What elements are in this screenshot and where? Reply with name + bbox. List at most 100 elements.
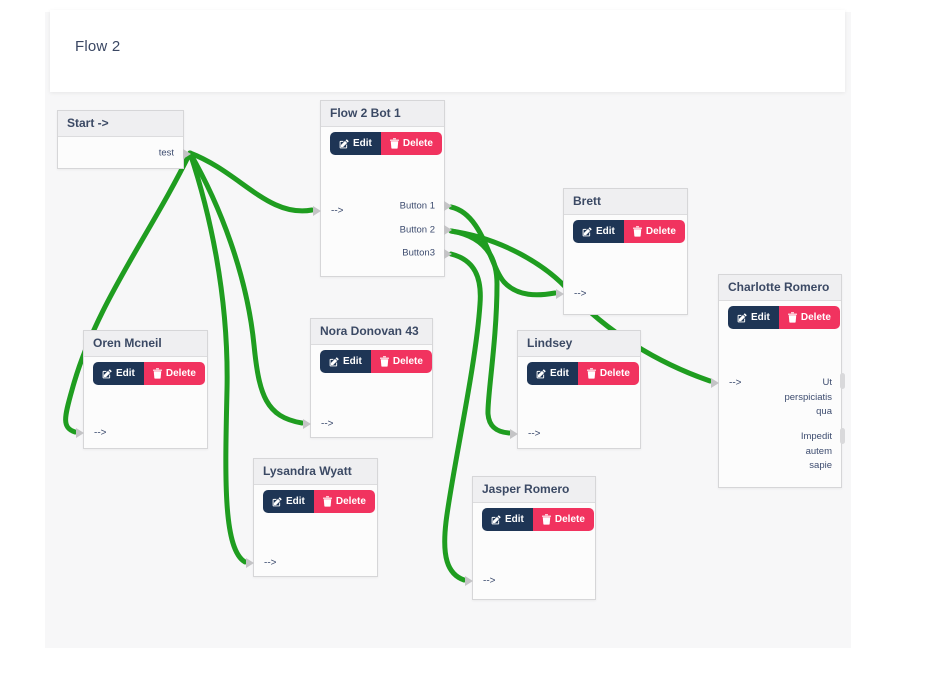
edit-pencil-icon	[582, 226, 592, 236]
edit-button[interactable]: Edit	[527, 362, 578, 385]
edit-button-label: Edit	[550, 368, 569, 379]
edit-button[interactable]: Edit	[482, 508, 533, 531]
delete-button[interactable]: Delete	[778, 306, 840, 329]
delete-button[interactable]: Delete	[532, 508, 594, 531]
node-title[interactable]: Oren Mcneil	[84, 331, 207, 357]
edit-button[interactable]: Edit	[263, 490, 314, 513]
node-brett[interactable]: Brett Edit Delete -->	[556, 188, 688, 315]
delete-button-label: Delete	[392, 356, 423, 367]
delete-button[interactable]: Delete	[370, 350, 432, 373]
delete-button-label: Delete	[402, 138, 433, 149]
node-title[interactable]: Start ->	[58, 111, 183, 137]
delete-button[interactable]: Delete	[313, 490, 375, 513]
node-input-label: -->	[331, 205, 344, 217]
flow-edge-7[interactable]	[448, 228, 512, 436]
node-actions: Edit Delete	[728, 306, 840, 329]
edit-pencil-icon	[491, 514, 501, 524]
input-connector-icon[interactable]	[510, 429, 518, 439]
node-actions: Edit Delete	[527, 362, 639, 385]
delete-button[interactable]: Delete	[143, 362, 205, 385]
delete-button-label: Delete	[165, 368, 196, 379]
output-connector-icon[interactable]	[444, 225, 452, 235]
output-connector-icon[interactable]	[444, 249, 452, 259]
node-actions: Edit Delete	[482, 508, 594, 531]
page-title: Flow 2	[75, 38, 121, 55]
delete-button[interactable]: Delete	[577, 362, 639, 385]
node-input-label: -->	[483, 575, 496, 587]
edit-button-label: Edit	[751, 312, 770, 323]
input-connector-icon[interactable]	[246, 558, 254, 568]
edit-pencil-icon	[339, 138, 349, 148]
input-connector-icon[interactable]	[711, 378, 719, 388]
node-charlotte-romero[interactable]: Charlotte Romero Edit Delete --> Ut persp…	[711, 274, 845, 488]
node-input-label: -->	[729, 377, 742, 389]
output-connector-icon[interactable]	[840, 428, 845, 444]
node-title[interactable]: Lysandra Wyatt	[254, 459, 377, 485]
flow-edge-1[interactable]	[187, 150, 315, 214]
edit-pencil-icon	[536, 368, 546, 378]
output-connector-icon[interactable]	[183, 149, 191, 159]
node-input-label: -->	[574, 288, 587, 300]
delete-trash-icon	[389, 138, 399, 149]
input-connector-icon[interactable]	[556, 289, 564, 299]
edit-button[interactable]: Edit	[728, 306, 779, 329]
edit-button-label: Edit	[596, 226, 615, 237]
node-jasper-romero[interactable]: Jasper Romero Edit Delete -->	[465, 476, 596, 600]
edit-button-label: Edit	[505, 514, 524, 525]
node-input-label: -->	[528, 428, 541, 440]
edit-button[interactable]: Edit	[93, 362, 144, 385]
edit-button-label: Edit	[343, 356, 362, 367]
node-output-label: test	[158, 147, 174, 159]
node-actions: Edit Delete	[330, 132, 442, 155]
edit-button-label: Edit	[116, 368, 135, 379]
input-connector-icon[interactable]	[76, 428, 84, 438]
delete-button-label: Delete	[335, 496, 366, 507]
node-title[interactable]: Flow 2 Bot 1	[321, 101, 444, 127]
node-title[interactable]: Charlotte Romero	[719, 275, 841, 301]
edit-pencil-icon	[272, 496, 282, 506]
flow-edge-4[interactable]	[187, 150, 248, 565]
node-output-label: Button 2	[399, 224, 435, 236]
delete-button-label: Delete	[554, 514, 585, 525]
edit-pencil-icon	[102, 368, 112, 378]
node-output-label: Button 1	[399, 200, 435, 212]
flow-edge-3[interactable]	[187, 150, 305, 426]
node-title[interactable]: Lindsey	[518, 331, 640, 357]
input-connector-icon[interactable]	[465, 576, 473, 586]
node-flow-2-bot-1[interactable]: Flow 2 Bot 1 Edit Delete --> Button 1 Butt…	[313, 100, 452, 277]
edit-button-label: Edit	[286, 496, 305, 507]
delete-button-label: Delete	[800, 312, 831, 323]
node-oren-mcneil[interactable]: Oren Mcneil Edit Delete -->	[76, 330, 208, 449]
node-title[interactable]: Nora Donovan 43	[311, 319, 432, 345]
node-output-label: Ut perspiciatis qua	[784, 376, 832, 418]
edit-button[interactable]: Edit	[573, 220, 624, 243]
edit-button-label: Edit	[353, 138, 372, 149]
delete-trash-icon	[586, 368, 596, 379]
flow-edge-8[interactable]	[442, 251, 483, 583]
delete-button[interactable]: Delete	[380, 132, 442, 155]
output-connector-icon[interactable]	[444, 201, 452, 211]
node-nora-donovan-43[interactable]: Nora Donovan 43 Edit Delete -->	[303, 318, 433, 438]
edit-button[interactable]: Edit	[320, 350, 371, 373]
input-connector-icon[interactable]	[313, 206, 321, 216]
node-output-label: Impedit autem sapie	[800, 430, 832, 472]
delete-trash-icon	[322, 496, 332, 507]
node-actions: Edit Delete	[573, 220, 685, 243]
node-lindsey[interactable]: Lindsey Edit Delete -->	[510, 330, 641, 449]
edit-button[interactable]: Edit	[330, 132, 381, 155]
input-connector-icon[interactable]	[303, 419, 311, 429]
node-actions: Edit Delete	[263, 490, 375, 513]
node-input-label: -->	[94, 427, 107, 439]
node-output-label: Button3	[402, 247, 435, 259]
flow-edge-5[interactable]	[448, 204, 558, 298]
delete-button-label: Delete	[599, 368, 630, 379]
node-start[interactable]: Start -> test	[57, 110, 191, 169]
node-lysandra-wyatt[interactable]: Lysandra Wyatt Edit Delete -->	[246, 458, 378, 577]
edit-pencil-icon	[329, 356, 339, 366]
node-title[interactable]: Jasper Romero	[473, 477, 595, 503]
output-connector-icon[interactable]	[840, 373, 845, 389]
delete-button[interactable]: Delete	[623, 220, 685, 243]
node-title[interactable]: Brett	[564, 189, 687, 215]
